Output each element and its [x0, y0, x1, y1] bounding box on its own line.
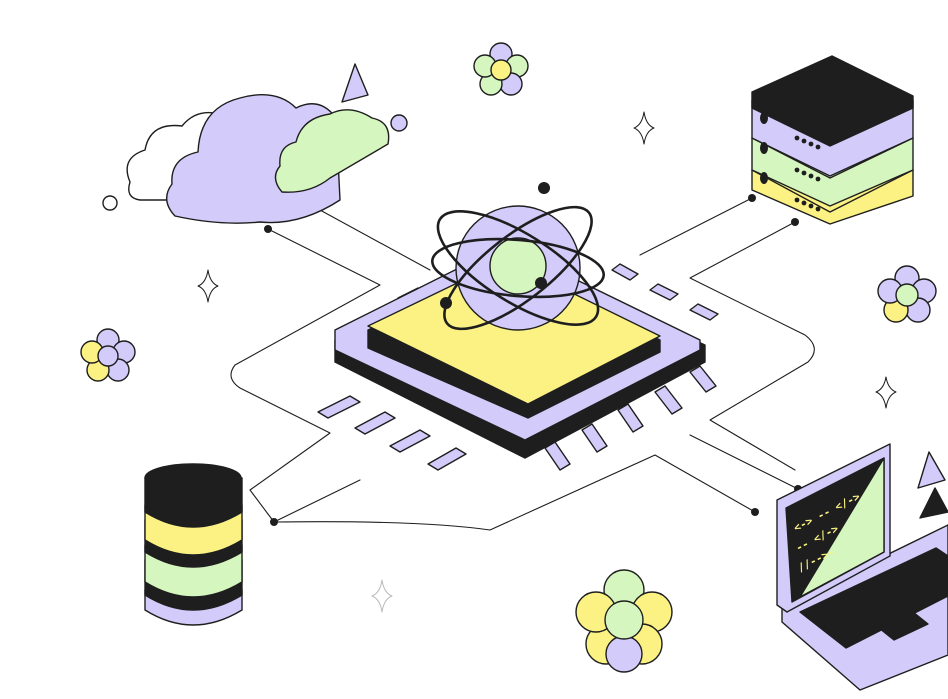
triangle-shape-dark	[919, 487, 948, 519]
sparkle-icon	[197, 269, 219, 303]
server-top-icon	[751, 55, 914, 147]
flower-icon	[575, 569, 673, 673]
laptop-line	[689, 434, 799, 490]
orbit-ring	[436, 210, 600, 326]
electron	[535, 277, 547, 289]
atom-nucleus	[489, 237, 547, 295]
small-bubble	[390, 114, 408, 132]
cloud-mint-icon	[274, 109, 390, 193]
flower-icon	[80, 328, 136, 382]
laptop-icon: <-> -- </-> -- </-> //-->-	[776, 443, 948, 691]
outline-path	[230, 228, 756, 531]
outline-path-right	[689, 221, 815, 471]
sparkle-icon	[371, 579, 393, 613]
cloud-group	[102, 63, 408, 224]
line-dot	[751, 508, 759, 516]
sparkles	[197, 111, 897, 613]
flower-icon	[473, 42, 529, 96]
laptop-keys	[799, 547, 948, 649]
database-icon	[144, 463, 243, 626]
sparkle-icon	[633, 111, 655, 145]
database-line	[273, 479, 361, 523]
connection-lines	[230, 197, 815, 531]
triangle-shape	[917, 451, 946, 489]
small-bubble	[102, 195, 118, 211]
triangle-shape	[341, 63, 369, 103]
atom-icon	[430, 182, 606, 331]
orbit-ring	[443, 205, 593, 331]
orbit-ring	[430, 237, 606, 299]
laptop-screen-highlight	[799, 457, 885, 598]
server-stack	[751, 55, 914, 225]
cloud-line	[308, 203, 431, 271]
line-dot	[270, 518, 278, 526]
flower-icon	[877, 265, 937, 323]
server-leds	[760, 112, 821, 212]
electron	[538, 182, 550, 194]
line-dot	[264, 225, 272, 233]
sparkle-icon	[875, 376, 897, 409]
line-dot	[791, 218, 799, 226]
laptop-touchpad	[873, 607, 929, 641]
server-line	[639, 197, 753, 256]
line-dot	[748, 194, 756, 202]
electron	[440, 297, 452, 309]
